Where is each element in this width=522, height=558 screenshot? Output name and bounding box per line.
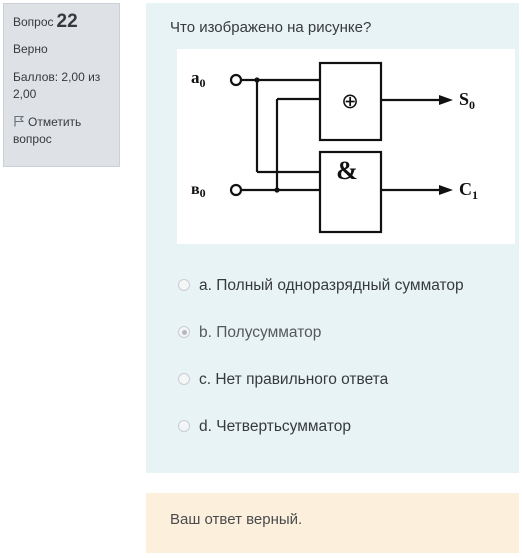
feedback-text: Ваш ответ верный.: [170, 511, 303, 528]
answer-radio-b[interactable]: [178, 326, 190, 338]
circuit-svg: a0 в0 ⊕ & S0 C1: [191, 61, 478, 234]
output-carry-label: C1: [459, 179, 478, 202]
answer-radio-d[interactable]: [178, 420, 190, 432]
grade-line-2: 2,00: [13, 87, 37, 101]
question-number: 22: [56, 11, 78, 32]
and-gate: [318, 150, 383, 234]
flag-label-line-1: Отметить: [28, 115, 82, 129]
answer-option-c[interactable]: c. Нет правильного ответа: [178, 371, 388, 389]
carry-arrow-icon: [439, 185, 453, 195]
flag-question-link[interactable]: Отметить вопрос: [13, 114, 111, 148]
sum-arrow-icon: [439, 95, 453, 105]
answer-label-c: c. Нет правильного ответа: [199, 371, 389, 388]
question-formulation: Что изображено на рисунке?: [146, 3, 519, 473]
input-b-label: в0: [191, 181, 206, 200]
xor-symbol: ⊕: [341, 89, 359, 113]
flag-icon: [14, 116, 25, 127]
input-a-terminal: [229, 73, 243, 87]
question-grade: Баллов: 2,00 из 2,00: [13, 69, 111, 103]
answer-option-d[interactable]: d. Четвертьсумматор: [178, 418, 351, 436]
question-prefix: Вопрос: [13, 15, 54, 29]
half-adder-diagram: a0 в0 ⊕ & S0 C1: [177, 49, 515, 244]
xor-gate: [318, 61, 383, 142]
grade-line-1: Баллов: 2,00 из: [13, 70, 101, 84]
answer-option-a[interactable]: a. Полный одноразрядный сумматор: [178, 277, 464, 295]
answer-label-a: a. Полный одноразрядный сумматор: [199, 277, 464, 294]
question-state: Верно: [13, 42, 48, 56]
answer-radio-a[interactable]: [178, 279, 190, 291]
answer-label-d: d. Четвертьсумматор: [199, 418, 351, 435]
output-sum-label: S0: [459, 89, 475, 112]
answer-label-b: b. Полусумматор: [199, 324, 322, 341]
question-text: Что изображено на рисунке?: [170, 19, 372, 36]
flag-label-line-2: вопрос: [13, 132, 52, 146]
answer-radio-c[interactable]: [178, 373, 190, 385]
input-b-terminal: [229, 183, 243, 197]
input-a-label: a0: [191, 68, 206, 90]
and-symbol: &: [336, 156, 358, 185]
answer-option-b[interactable]: b. Полусумматор: [178, 324, 321, 342]
feedback-panel: Ваш ответ верный.: [146, 493, 519, 553]
